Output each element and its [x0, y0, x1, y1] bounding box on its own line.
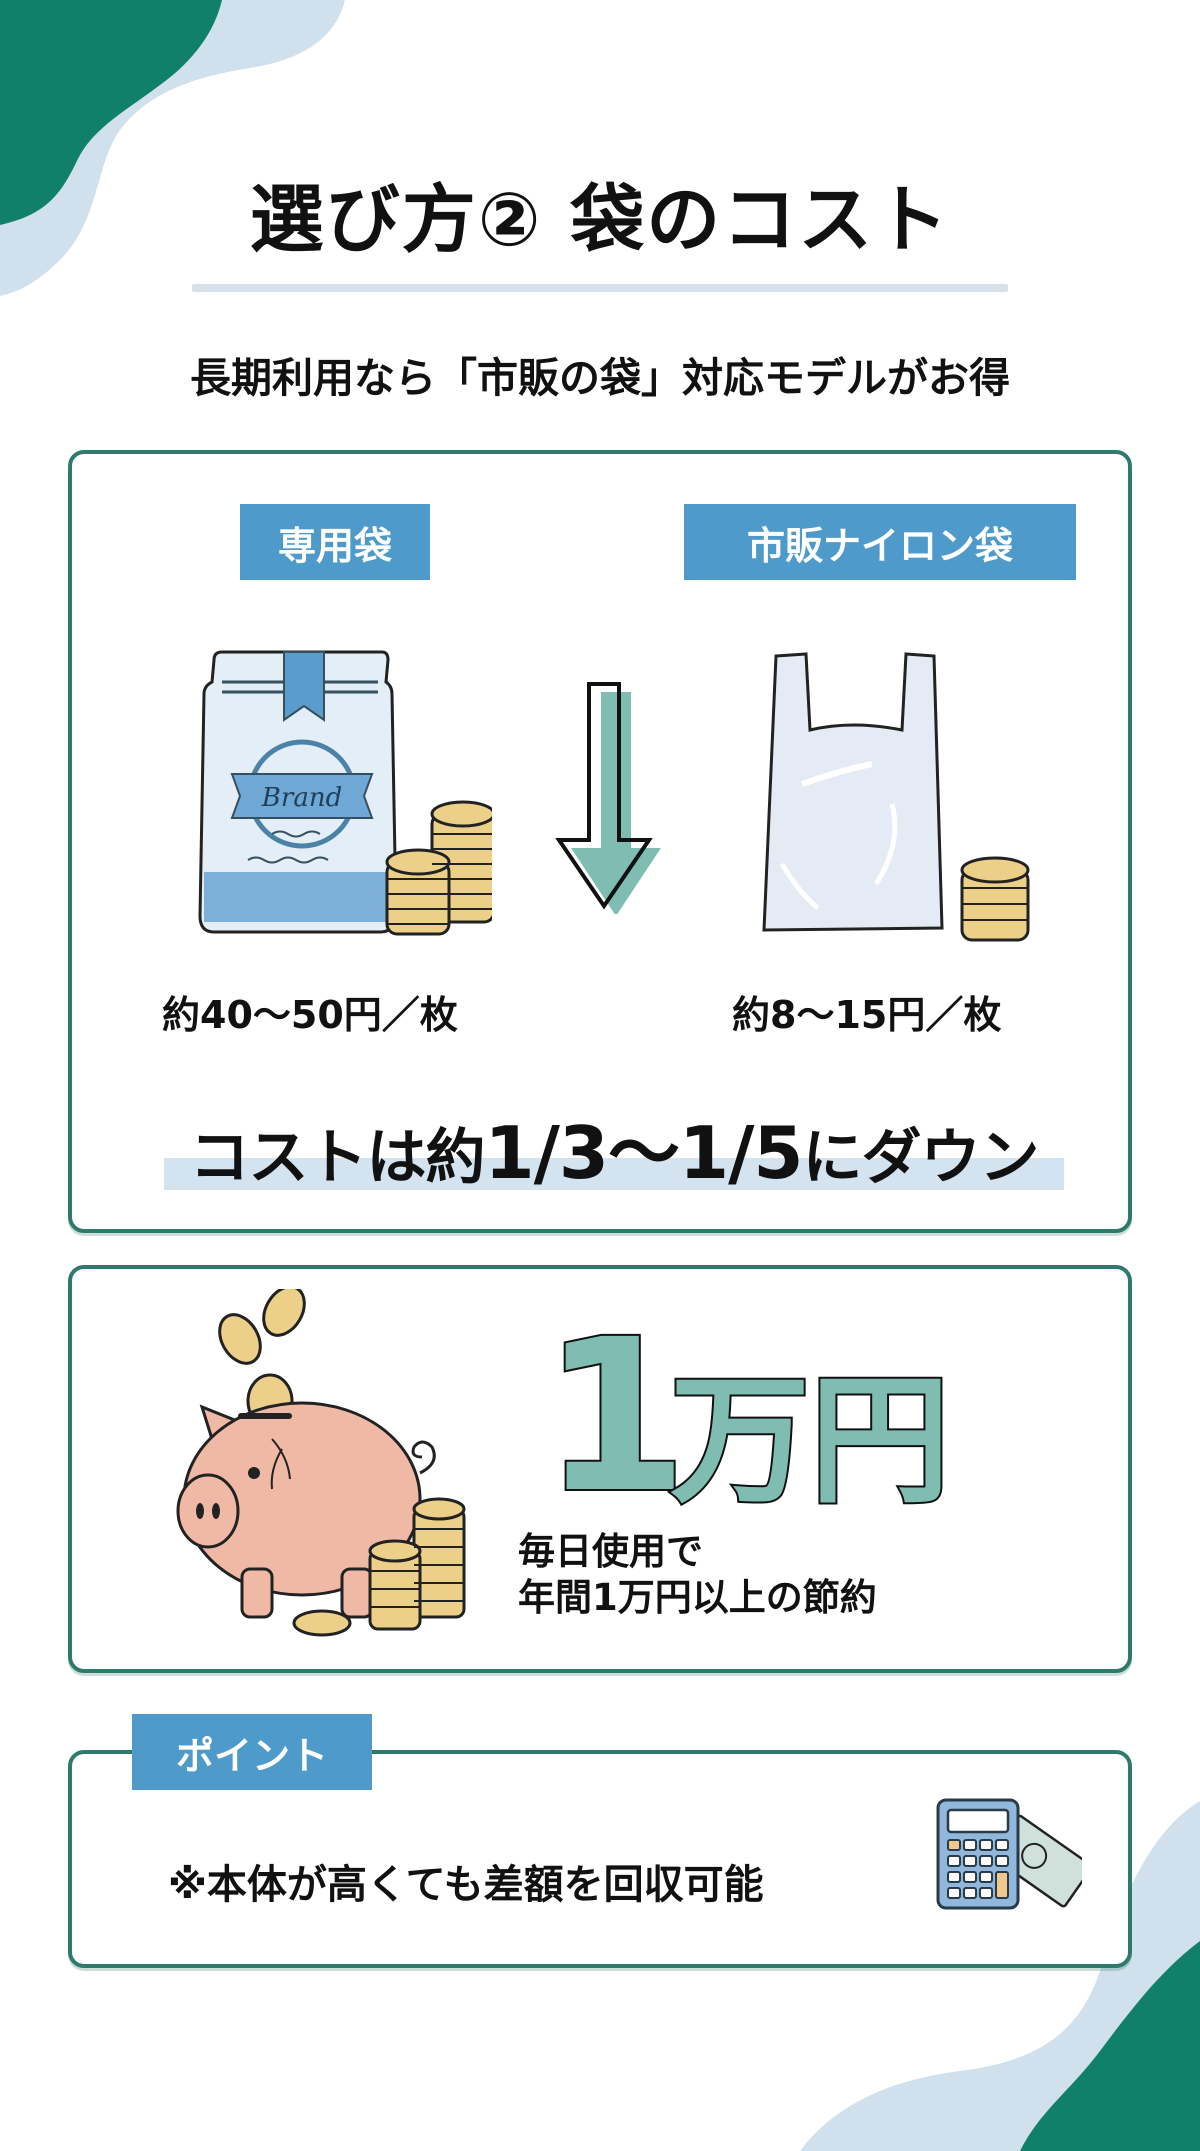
dedicated-bag-price: 約40〜50円／枚	[162, 993, 458, 1037]
nylon-bag-price: 約8〜15円／枚	[732, 993, 1002, 1037]
cost-comparison-card: 専用袋 市販ナイロン袋 Brand	[68, 450, 1132, 1233]
nylon-bag-illustration	[762, 652, 1030, 942]
title-divider	[192, 284, 1008, 292]
page-title: 選び方② 袋のコスト	[249, 177, 951, 263]
down-arrow-icon	[555, 682, 661, 914]
dedicated-bag-illustration: Brand	[198, 650, 492, 936]
headline-highlight	[164, 1158, 1064, 1190]
point-tag: ポイント	[132, 1714, 372, 1790]
brand-label-text: Brand	[261, 783, 342, 813]
page-subtitle: 長期利用なら「市販の袋」対応モデルがお得	[190, 354, 1010, 402]
annual-savings-card: 1 万円 毎日使用で 年間1万円以上の節約	[68, 1265, 1132, 1673]
decorative-blob-top-left	[0, 0, 345, 296]
dedicated-bag-label: 専用袋	[240, 504, 430, 580]
headline-suffix: にダウン	[802, 1123, 1040, 1193]
point-text: ※本体が高くても差額を回収可能	[168, 1862, 764, 1908]
cost-reduction-headline: コストは約1/3〜1/5にダウン	[164, 1094, 1064, 1195]
savings-description: 毎日使用で 年間1万円以上の節約	[518, 1529, 877, 1622]
savings-amount-number: 1	[542, 1309, 688, 1509]
savings-line-2: 年間1万円以上の節約	[518, 1576, 877, 1620]
savings-line-1: 毎日使用で	[518, 1530, 703, 1573]
savings-amount-unit: 万円	[670, 1360, 950, 1509]
headline-fraction: 1/3〜1/5	[484, 1111, 804, 1195]
calculator-icon	[936, 1798, 1082, 1910]
headline-prefix: コストは約	[189, 1123, 486, 1193]
decorative-blob-bottom-right	[800, 1801, 1200, 2151]
nylon-bag-label: 市販ナイロン袋	[684, 504, 1076, 580]
piggy-bank-icon	[176, 1289, 466, 1637]
savings-amount: 1 万円	[542, 1309, 952, 1509]
